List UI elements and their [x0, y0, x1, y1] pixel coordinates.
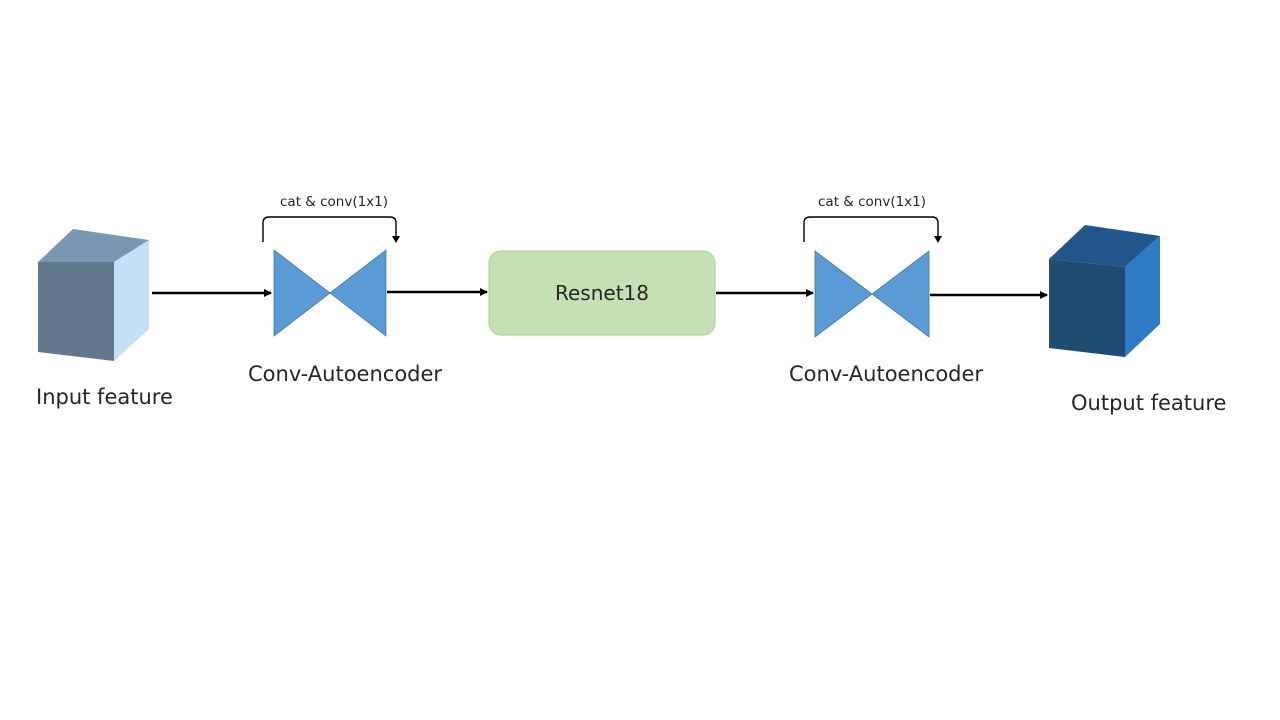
skip-connection-1	[262, 216, 397, 242]
skip-connection-2-label: cat & conv(1x1)	[818, 194, 927, 210]
input-cube-top-face	[38, 229, 149, 262]
conv-autoencoder-2-shape	[814, 250, 930, 338]
decoder-triangle	[329, 249, 387, 337]
input-feature-cube	[38, 229, 149, 361]
conv-autoencoder-1-label: Conv-Autoencoder	[248, 362, 443, 386]
input-feature-label: Input feature	[36, 385, 173, 409]
resnet18-block	[488, 250, 716, 336]
skip-connection-1-label: cat & conv(1x1)	[280, 194, 389, 210]
decoder-triangle	[871, 250, 930, 338]
output-cube-side-face	[1125, 236, 1160, 357]
skip-connection-2	[803, 216, 939, 242]
skip-arrowhead-1	[392, 236, 400, 243]
conv-autoencoder-1-shape	[273, 249, 387, 337]
encoder-triangle	[814, 250, 873, 338]
skip-arrowhead-2	[934, 236, 942, 243]
conv-autoencoder-2-label: Conv-Autoencoder	[789, 362, 984, 386]
output-feature-label: Output feature	[1071, 391, 1227, 415]
resnet18-label: Resnet18	[555, 281, 649, 305]
input-cube-front-face	[38, 262, 114, 361]
output-cube-front-face	[1049, 259, 1125, 357]
output-cube-top-face	[1049, 225, 1160, 267]
output-feature-cube	[1049, 225, 1160, 357]
encoder-triangle	[273, 249, 331, 337]
input-cube-side-face	[114, 240, 149, 361]
